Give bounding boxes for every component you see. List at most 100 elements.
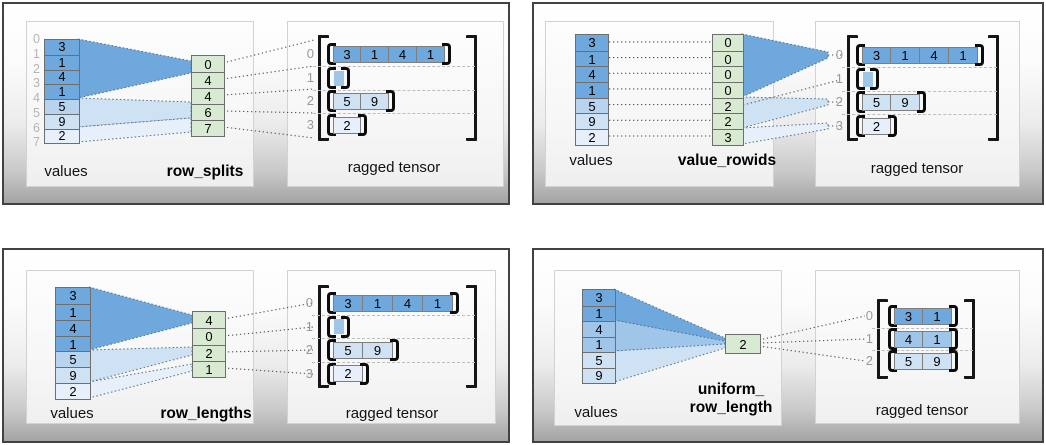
values-cell: 4 (45, 69, 79, 84)
values-index-label: 1 (33, 46, 40, 61)
param-cell: 1 (193, 360, 225, 378)
row-open-bracket-icon (856, 68, 865, 90)
param-cell: 7 (192, 120, 224, 136)
values-cell: 9 (56, 367, 90, 383)
row-close-bracket-icon (442, 43, 451, 65)
values-index-label: 0 (33, 32, 40, 46)
tensor-cell: 2 (862, 117, 891, 135)
row-separator (313, 66, 475, 67)
values-label: values (569, 152, 613, 169)
tensor-row-index: 0 (305, 295, 313, 310)
row-open-bracket-icon (888, 328, 897, 350)
row-open-bracket-icon (888, 350, 897, 372)
values-cell: 3 (583, 290, 615, 306)
row-open-bracket-icon (327, 315, 336, 338)
values-cell: 9 (45, 113, 79, 129)
param-label: row_splits (166, 163, 244, 180)
tensor-row-index: 2 (835, 94, 843, 109)
param-label: uniform_ row_length (689, 381, 773, 416)
tensor-row-index: 2 (865, 353, 873, 368)
tensor-cell: 3 (333, 45, 361, 63)
tensor-cell: 3 (862, 46, 891, 64)
tensor-open-bracket-icon (318, 285, 329, 388)
row-open-bracket-icon (327, 362, 336, 385)
values-cell: 1 (576, 50, 608, 67)
values-cell: 4 (583, 321, 615, 337)
values-cell: 9 (576, 113, 608, 129)
param-cell: 2 (726, 335, 760, 353)
row-separator (312, 338, 475, 340)
tensor-cell: 1 (417, 45, 445, 63)
param-cell: 2 (713, 113, 743, 129)
values-cell: 1 (583, 305, 615, 321)
param-cell: 0 (193, 328, 225, 345)
tensor-cell: 2 (333, 116, 361, 134)
values-cell: 1 (56, 303, 90, 320)
values-cell: 3 (45, 40, 79, 55)
tensor-row: 2 (333, 365, 363, 382)
tensor-label: ragged tensor (875, 402, 969, 419)
param-column: 2 (725, 334, 761, 354)
values-index-label: 2 (33, 61, 40, 76)
tensor-cell: 4 (920, 46, 949, 64)
values-index-label: 4 (33, 91, 40, 105)
param-cell: 0 (713, 66, 743, 82)
tensor-cell: 1 (361, 45, 389, 63)
tensor-label: ragged tensor (347, 159, 441, 176)
row-open-bracket-icon (327, 292, 336, 314)
tensor-row-index: 0 (306, 46, 314, 61)
row-close-bracket-icon (975, 44, 984, 66)
row-close-bracket-icon (949, 350, 958, 372)
row-separator (842, 67, 997, 68)
tensor-cell: 1 (363, 294, 393, 312)
tensor-label: ragged tensor (345, 405, 439, 422)
row-separator (872, 350, 973, 351)
tensor-row-index: 3 (835, 118, 843, 133)
param-cell: 0 (192, 56, 224, 72)
row-open-bracket-icon (327, 43, 336, 65)
tensor-row-index: 3 (305, 365, 313, 381)
tensor-row-index: 3 (306, 117, 314, 132)
param-cell: 2 (193, 344, 225, 361)
param-cell: 6 (192, 104, 224, 120)
tensor-cell: 5 (894, 352, 923, 370)
row-close-bracket-icon (888, 115, 897, 137)
values-index-label: 7 (33, 135, 40, 150)
values-cell: 5 (45, 99, 79, 114)
tensor-cell: 5 (862, 93, 891, 111)
tensor-open-bracket-icon (877, 299, 888, 379)
row-separator (313, 113, 475, 114)
tensor-row: 2 (862, 117, 891, 135)
tensor-cell: 1 (423, 294, 453, 312)
param-cell: 4 (192, 72, 224, 88)
tensor-cell: 9 (363, 341, 393, 359)
row-separator (312, 314, 475, 316)
param-cell: 3 (713, 129, 743, 145)
param-cell: 0 (713, 35, 743, 51)
empty-row-box (334, 319, 344, 334)
param-cell: 4 (193, 312, 225, 329)
values-cell: 1 (45, 84, 79, 99)
values-index-label: 3 (33, 76, 40, 91)
tensor-cell: 1 (891, 46, 920, 64)
tensor-cell: 9 (891, 93, 920, 111)
values-cell: 3 (576, 35, 608, 51)
tensor-row-index: 0 (865, 308, 873, 323)
tensor-row-index: 0 (835, 47, 843, 62)
values-cell: 4 (56, 319, 90, 336)
values-index-label: 5 (33, 105, 40, 120)
empty-row-box (334, 70, 344, 86)
tensor-cell: 5 (333, 341, 363, 359)
row-open-bracket-icon (327, 114, 336, 136)
values-cell: 2 (576, 129, 608, 145)
tensor-open-bracket-icon (318, 35, 329, 141)
tensor-close-bracket-icon (466, 285, 477, 388)
